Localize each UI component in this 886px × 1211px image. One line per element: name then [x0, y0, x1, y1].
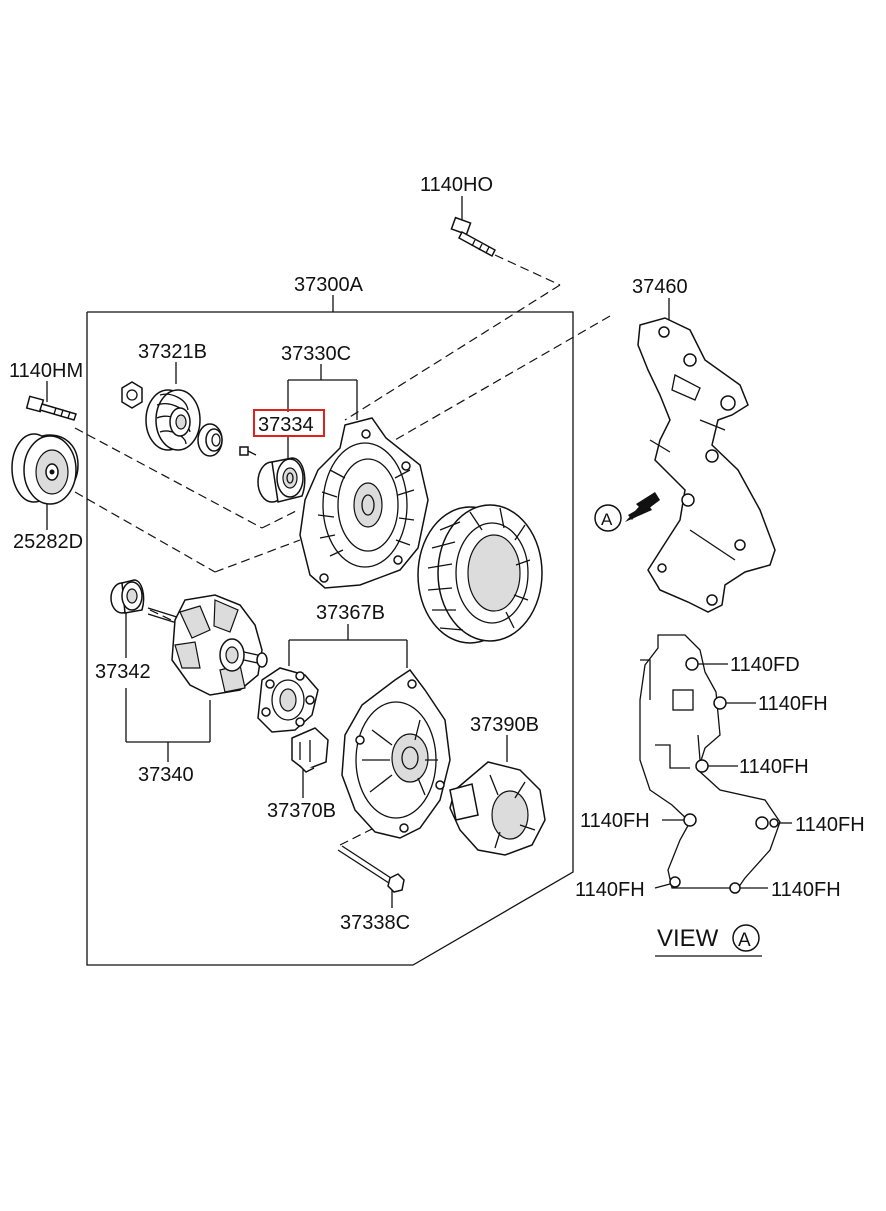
view-caption-circle [732, 924, 760, 952]
mounting-bracket-icon [637, 317, 776, 613]
label-1140fh-3[interactable]: 1140FH [580, 810, 650, 832]
rectifier-icon [257, 667, 319, 733]
view-a-marker-circle [594, 504, 622, 532]
label-37334[interactable]: 37334 [258, 414, 314, 436]
label-1140fh-5[interactable]: 1140FH [575, 879, 645, 901]
label-37460[interactable]: 37460 [632, 276, 688, 298]
view-caption: VIEW [657, 925, 719, 952]
rear-cover-icon [449, 761, 546, 856]
idler-pulley-icon [11, 433, 79, 505]
label-1140fh-6[interactable]: 1140FH [771, 879, 841, 901]
view-a-bracket-outline [639, 634, 781, 889]
label-37300a[interactable]: 37300A [294, 274, 364, 296]
label-37370b[interactable]: 37370B [267, 800, 336, 822]
small-screw-icon [239, 446, 257, 456]
rotor-icon [147, 594, 268, 696]
nut-icon [121, 381, 143, 409]
highlight-box [253, 409, 325, 437]
label-1140fh-1[interactable]: 1140FH [758, 693, 828, 715]
label-37390b[interactable]: 37390B [470, 714, 539, 736]
spacer-ring-icon [197, 423, 223, 457]
label-1140fh-2[interactable]: 1140FH [739, 756, 809, 778]
rear-housing-icon [341, 668, 451, 839]
view-a-marker: A [601, 510, 613, 529]
view-a-arrow-icon [625, 492, 660, 522]
pulley-icon [145, 389, 201, 451]
label-37342[interactable]: 37342 [95, 661, 151, 683]
view-caption-marker: A [738, 930, 751, 951]
view-a-bolt-holes [654, 657, 792, 894]
brush-holder-icon [291, 727, 329, 773]
bolt-1140ho-icon [450, 216, 496, 258]
label-1140ho[interactable]: 1140HO [420, 174, 493, 196]
label-1140hm[interactable]: 1140HM [9, 360, 83, 382]
front-bearing-icon [257, 457, 306, 503]
label-25282d[interactable]: 25282D [13, 531, 83, 553]
rotor-bearing-icon [110, 579, 145, 614]
label-1140fh-4[interactable]: 1140FH [795, 814, 865, 836]
through-bolt-icon [337, 845, 405, 893]
label-37367b[interactable]: 37367B [316, 602, 385, 624]
label-37338c[interactable]: 37338C [340, 912, 410, 934]
part-labels: 1140HO 37300A 37460 1140HM 37321B 37330C… [9, 174, 865, 952]
bolt-1140hm-icon [25, 395, 77, 421]
label-37321b[interactable]: 37321B [138, 341, 207, 363]
label-37340[interactable]: 37340 [138, 764, 194, 786]
leader-lines [46, 196, 670, 908]
stator-icon [417, 504, 543, 644]
label-1140fd[interactable]: 1140FD [730, 654, 800, 676]
assembly-boundary [86, 311, 574, 966]
front-housing-icon [299, 417, 429, 589]
label-37330c[interactable]: 37330C [281, 343, 351, 365]
